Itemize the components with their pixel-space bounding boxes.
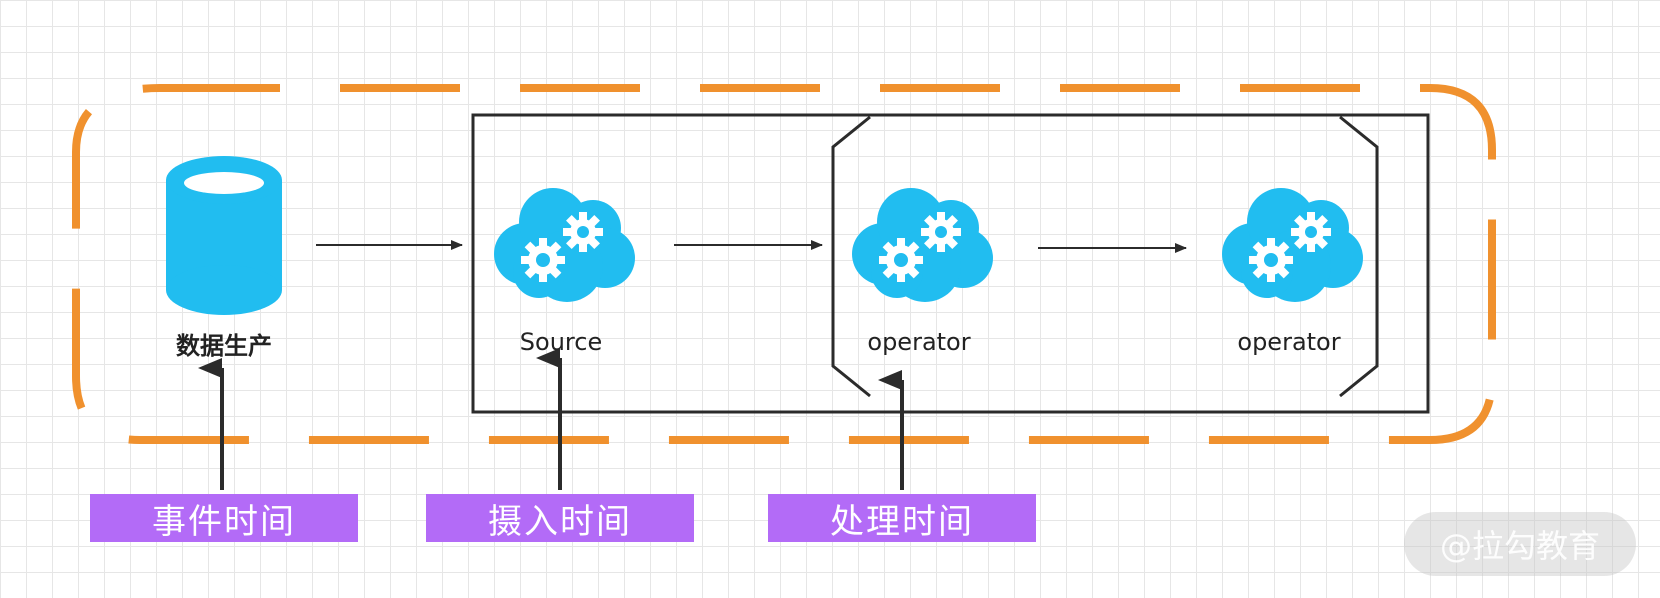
event-time-tag: 事件时间 [90, 494, 358, 542]
operator-1-cloud-gears-icon [852, 188, 993, 302]
operator-1-label: operator [867, 328, 971, 356]
system-boundary-dashed [72, 84, 1496, 444]
operator-group-left-bracket [831, 115, 871, 398]
ingestion-time-tag: 摄入时间 [426, 494, 694, 542]
operator-2-label: operator [1237, 328, 1341, 356]
database-icon [166, 156, 282, 315]
operator-2-cloud-gears-icon [1222, 188, 1363, 302]
pipeline-container [471, 113, 1430, 414]
operator-group-right-bracket [1339, 115, 1379, 398]
watermark: @拉勾教育 [1404, 512, 1636, 576]
source-label: Source [519, 328, 603, 356]
source-cloud-gears-icon [494, 188, 635, 302]
data-production-label: 数据生产 [176, 332, 272, 360]
processing-time-tag: 处理时间 [768, 494, 1036, 542]
